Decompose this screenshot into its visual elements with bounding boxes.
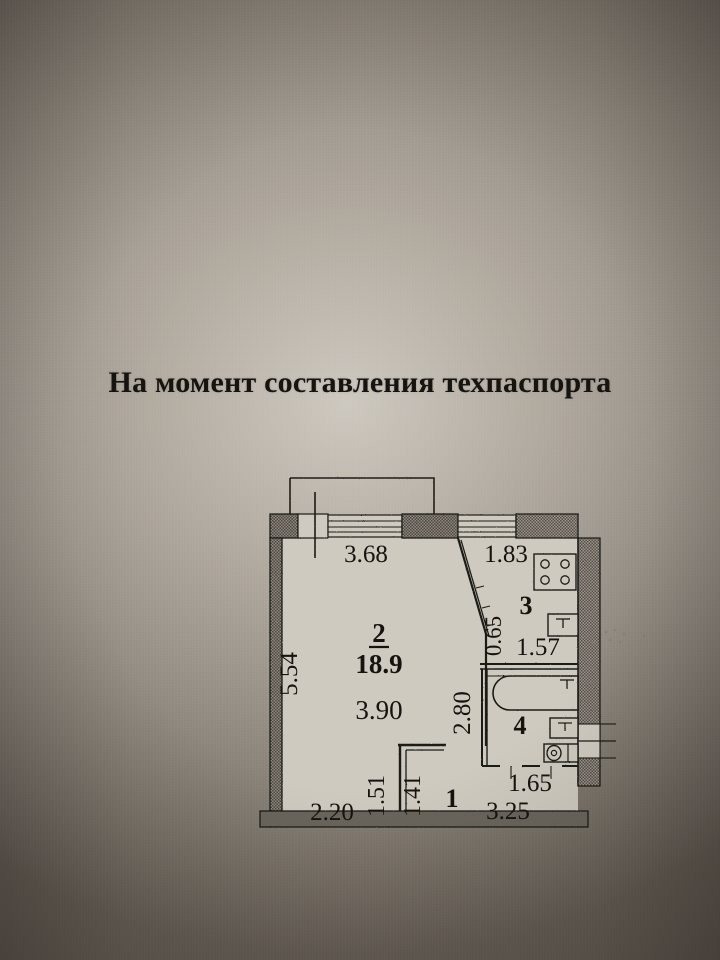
dim-closet-left: 1.51 [364,775,390,817]
dim-kitchen-width: 1.57 [516,634,560,661]
stove-icon [533,553,577,591]
dim-hall-left: 2.20 [310,799,354,826]
wall-pier-top-left [269,513,299,539]
kitchen-window [457,514,517,538]
plan-interior-fill [276,514,600,811]
wall-bottom-exterior [259,810,589,828]
partition-living-kitchen [456,537,488,746]
page-title: На момент составления техпаспорта [108,366,612,399]
dim-top-kitchen: 1.83 [484,541,528,568]
floor-plan-drawing: 3.68 1.83 5.54 2 18.9 3.90 0.65 3 1.57 2… [248,466,648,866]
kitchen-sink-icon [547,613,579,637]
dim-closet-right: 1.41 [400,775,426,817]
dim-top-main: 3.68 [344,541,388,568]
show-through-marks [598,620,718,660]
bath-tap-icon [560,679,574,689]
dim-kitchen-depth: 0.65 [481,616,506,656]
wall-right-exterior [515,513,601,787]
living-room-window [327,514,403,538]
kitchen-door-leaf [460,539,496,637]
room-number-4: 4 [514,711,527,740]
room-number-1: 1 [446,784,459,813]
dim-room2-width: 3.90 [355,695,402,725]
wall-pier-top-middle [401,513,459,539]
wash-basin-icon [549,717,579,739]
balcony-door-opening [297,513,329,539]
dim-corridor-height: 2.80 [449,691,476,735]
wall-bath-bottom [482,763,578,779]
entrance-door-opening [577,723,616,759]
bathtub-icon [487,675,579,711]
closet-partition [398,743,446,811]
toilet-icon [543,743,579,763]
dim-hall-bottom: 3.25 [486,798,530,825]
room-area-2: 18.9 [355,649,402,679]
room-number-3: 3 [520,591,533,620]
room-number-2: 2 [372,618,386,648]
dim-bath-width: 1.65 [508,770,552,797]
dim-left-wall: 5.54 [276,652,303,696]
